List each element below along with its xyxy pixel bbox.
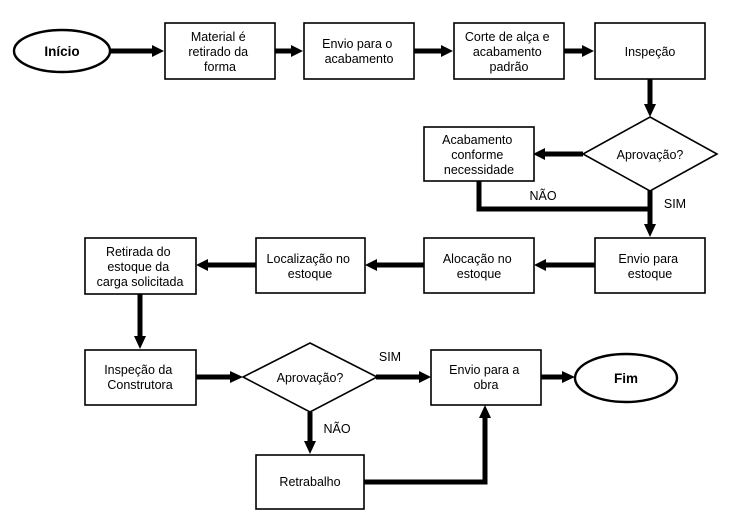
node-label: Aprovação? [617, 148, 684, 162]
edge-label-sim: SIM [379, 350, 401, 364]
node-alocacao: Alocação no estoque [423, 237, 535, 294]
node-inspecao: Inspeção [594, 22, 706, 80]
arrowhead [479, 405, 491, 418]
node-retrabalho: Retrabalho [255, 454, 365, 510]
arrowhead [644, 224, 656, 237]
edge-retrabalho-to-obra [364, 418, 488, 485]
node-label: Localização no estoque [267, 252, 354, 281]
node-inspecao-construtora: Inspeção da Construtora [84, 349, 197, 406]
node-label: Inspeção da Construtora [104, 363, 176, 392]
node-label: Alocação no estoque [443, 252, 515, 281]
arrowhead [134, 336, 146, 349]
node-label: Envio para o acabamento [322, 37, 396, 66]
arrowhead [441, 45, 453, 57]
arrowhead [365, 259, 377, 271]
node-aprovacao-2: Aprovação? [241, 342, 379, 413]
edge-label-nao: NÃO [323, 422, 350, 436]
arrowhead [419, 371, 431, 383]
arrowhead [644, 104, 656, 117]
node-label: Retirada do estoque da carga solicitada [97, 245, 184, 289]
node-acabamento-conforme: Acabamento conforme necessidade [423, 126, 535, 182]
node-envio-acabamento: Envio para o acabamento [303, 22, 415, 80]
node-envio-estoque: Envio para estoque [594, 237, 706, 294]
node-label: Início [44, 44, 79, 59]
arrowhead [582, 45, 594, 57]
node-label: Fim [614, 371, 638, 386]
arrowhead [304, 441, 316, 454]
node-localizacao: Localização no estoque [255, 237, 366, 294]
edge-acabamento-nao-loop [476, 181, 650, 212]
node-envio-obra: Envio para a obra [430, 349, 542, 406]
node-retirada-estoque: Retirada do estoque da carga solicitada [84, 237, 197, 295]
node-aprovacao-1: Aprovação? [581, 116, 719, 192]
arrowhead [562, 371, 575, 383]
edge-label-sim: SIM [664, 197, 686, 211]
edge-label-nao: NÃO [529, 189, 556, 203]
arrowhead [196, 259, 208, 271]
node-label: Retrabalho [279, 475, 340, 489]
node-label: Aprovação? [277, 371, 344, 385]
node-inicio: Início [12, 28, 112, 74]
node-corte-alca: Corte de alça e acabamento padrão [453, 22, 565, 80]
node-label: Envio para estoque [618, 252, 681, 281]
arrowhead [291, 45, 303, 57]
arrowhead [152, 45, 164, 57]
arrowhead [533, 148, 545, 160]
node-label: Corte de alça e acabamento padrão [465, 30, 553, 74]
arrowhead [230, 371, 243, 383]
node-label: Material é retirado da forma [188, 30, 251, 74]
arrowhead [534, 259, 546, 271]
node-label: Acabamento conforme necessidade [442, 133, 516, 177]
connectors [108, 45, 656, 485]
node-material-retirado: Material é retirado da forma [164, 22, 276, 80]
node-fim: Fim [573, 352, 679, 404]
node-label: Inspeção [625, 45, 676, 59]
node-label: Envio para a obra [449, 363, 523, 392]
